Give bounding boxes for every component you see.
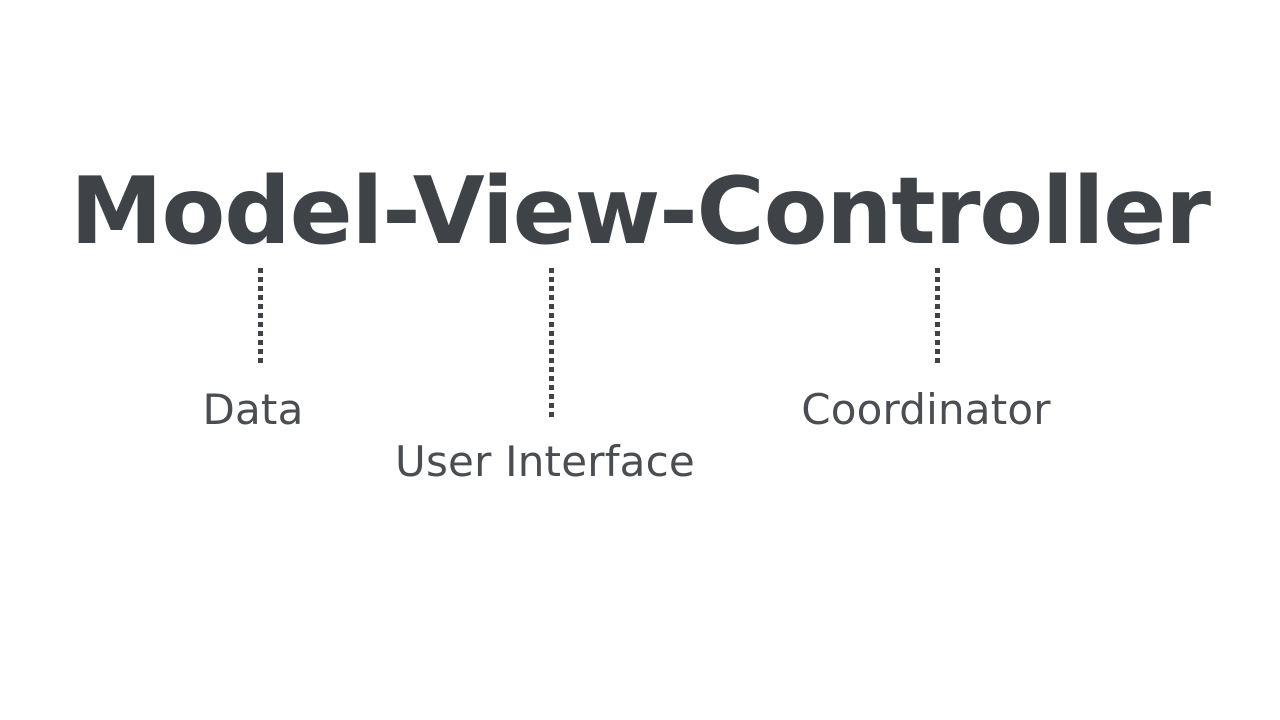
label-controller-coordinator: Coordinator	[801, 385, 1051, 434]
connector-line-model	[258, 268, 263, 366]
label-view-user-interface: User Interface	[395, 437, 695, 486]
page-title: Model-View-Controller	[70, 157, 1211, 265]
connector-line-view	[549, 268, 554, 418]
label-model-data: Data	[202, 385, 304, 434]
connector-line-controller	[935, 268, 940, 366]
